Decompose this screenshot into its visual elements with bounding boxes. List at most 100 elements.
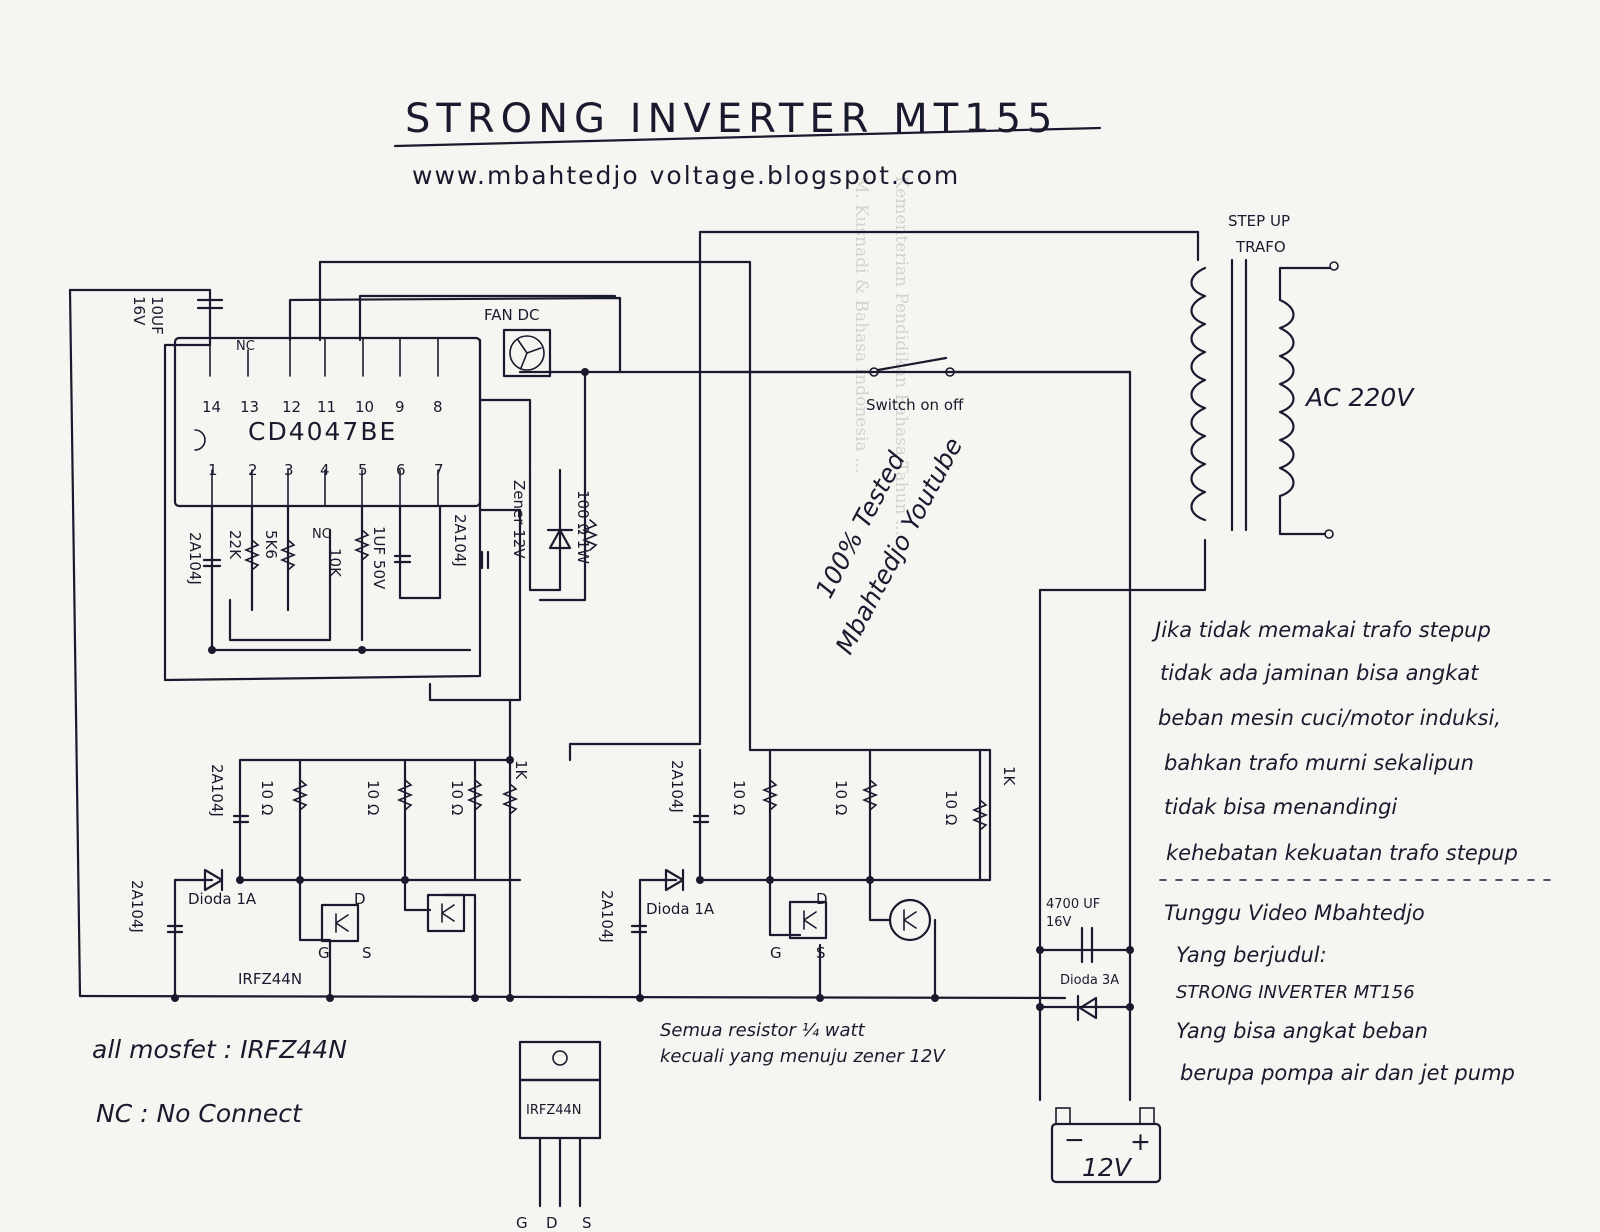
page-url: www.mbahtedjo voltage.blogspot.com [412, 161, 960, 190]
r-1k-l-label: 1K [512, 760, 530, 781]
cap-2a104j-mid [480, 550, 490, 570]
switch-label: Switch on off [866, 396, 964, 414]
svg-text:Kementerian Pendidikan Bahasa: Kementerian Pendidikan Bahasa Tahun ... [891, 176, 911, 536]
warning-line-1: Jika tidak memakai trafo stepup [1151, 618, 1491, 642]
ic-pin-4: 4 [320, 461, 330, 479]
mosfet-l2 [426, 893, 466, 933]
zener-label: Zener 12V [510, 480, 528, 559]
r-10-r2 [861, 779, 879, 811]
video-line-1: Tunggu Video Mbahtedjo [1164, 901, 1425, 925]
r-10k-label: 10K [326, 548, 344, 578]
irfz44n-package: IRFZ44N G D S [516, 1040, 602, 1232]
r-100-label: 100 Ω 1W [574, 490, 592, 564]
video-note: Tunggu Video Mbahtedjo Yang berjudul: ST… [1164, 901, 1515, 1085]
ic-notch [194, 429, 206, 451]
title-underline [393, 126, 1102, 148]
diode-1a-r-label: Dioda 1A [646, 900, 715, 918]
r-10-r3-label: 10 Ω [942, 790, 960, 825]
cap-2a104j-ic [202, 558, 222, 568]
capacitor-10uf: 10UF 16V [130, 296, 224, 335]
wiring [68, 230, 1207, 1102]
r-10-l2 [396, 779, 414, 811]
power-switch: Switch on off [866, 356, 964, 414]
mosfet-l1-s: S [362, 944, 372, 962]
mosfet-l1-d: D [354, 890, 366, 908]
warning-note: Jika tidak memakai trafo stepup tidak ad… [1151, 618, 1561, 881]
r-10-r1-label: 10 Ω [730, 780, 748, 815]
cap-2a104j-r1 [692, 814, 710, 824]
ic-pin-10: 10 [355, 398, 374, 416]
r-10-r2-label: 10 Ω [832, 780, 850, 815]
ic-pin-1: 1 [208, 461, 218, 479]
ic-pin-14: 14 [202, 398, 221, 416]
video-line-5: berupa pompa air dan jet pump [1180, 1061, 1515, 1085]
trafo-label-1: STEP UP [1228, 212, 1290, 230]
warning-line-4: bahkan trafo murni sekalipun [1164, 751, 1474, 775]
warning-line-2: tidak ada jaminan bisa angkat [1160, 661, 1479, 685]
trafo-label-2: TRAFO [1235, 238, 1286, 256]
trafo-core [1230, 258, 1248, 532]
diode-3a-label: Dioda 3A [1060, 973, 1119, 988]
cap-2a104j-r1-label: 2A104J [668, 760, 686, 813]
ic-pin-12: 12 [282, 398, 301, 416]
battery-pos: + [1130, 1127, 1151, 1156]
package-label: IRFZ44N [526, 1103, 582, 1118]
package-pin-d: D [546, 1214, 558, 1232]
cap-2a104j-r2-label: 2A104J [598, 890, 616, 943]
ic-pin-11: 11 [317, 398, 336, 416]
r-5k6-label: 5K6 [262, 530, 280, 559]
tested-stamp: 100% Tested Mbahtedjo Youtube [810, 433, 969, 659]
page-title: STRONG INVERTER MT155 [405, 96, 1058, 142]
r-10-l1-label: 10 Ω [258, 780, 276, 815]
resistor-line-2: kecuali yang menuju zener 12V [660, 1046, 946, 1067]
package-pin-g: G [516, 1214, 528, 1232]
mosfet-r2 [888, 898, 932, 942]
fan-dc: FAN DC [484, 306, 552, 378]
resistor-line-1: Semua resistor ¼ watt [660, 1020, 866, 1041]
diode-1a-l-label: Dioda 1A [188, 890, 257, 908]
mosfet-r1-s: S [816, 944, 826, 962]
junctions [171, 368, 1134, 1011]
mosfet-r1-g: G [770, 944, 782, 962]
r-10-l3-label: 10 Ω [448, 780, 466, 815]
ic-body [173, 336, 482, 508]
diode-3a: Dioda 3A [1038, 973, 1132, 1022]
r-10-l3 [466, 779, 484, 811]
nc-definition-note: NC : No Connect [96, 1099, 303, 1128]
ic-cd4047be: CD4047BE 14 13 12 11 10 9 8 1 2 3 4 5 6 … [194, 339, 444, 542]
ac-terminal-top [1329, 261, 1339, 271]
bleed-through-background: Kementerian Pendidikan Bahasa Tahun ... … [851, 176, 911, 536]
cap-1uf-label: 1UF 50V [370, 526, 388, 590]
step-up-transformer: STEP UP TRAFO AC 220V [1190, 212, 1415, 539]
ic-pin-2: 2 [248, 461, 258, 479]
diode-1a-l [203, 868, 224, 892]
ic-pin-5: 5 [358, 461, 368, 479]
mosfet-r1-d: D [816, 890, 828, 908]
video-line-2: Yang berjudul: [1176, 943, 1327, 967]
r-22k-label: 22K [226, 530, 244, 560]
resistor-note: Semua resistor ¼ watt kecuali yang menuj… [660, 1020, 946, 1067]
mosfet-l1: D G S [318, 890, 372, 962]
cap-2a104j-mid-label: 2A104J [451, 514, 469, 567]
cap-4700-volt: 16V [1046, 915, 1072, 930]
r-10-l1 [291, 779, 309, 811]
ic-pin-3: 3 [284, 461, 294, 479]
warning-line-6: kehebatan kekuatan trafo stepup [1166, 841, 1518, 865]
diode-1a-r [664, 868, 685, 892]
ic-pin-8: 8 [433, 398, 443, 416]
r-1k-r-label: 1K [1000, 766, 1018, 787]
r-10-l2-label: 10 Ω [364, 780, 382, 815]
ic-pin-13: 13 [240, 398, 259, 416]
cap-2a104j-l1 [232, 814, 250, 824]
ic-nc-top: NC [236, 339, 255, 354]
battery-label: 12V [1082, 1153, 1133, 1182]
ac-terminal-bottom [1324, 529, 1334, 539]
cap-2a104j-l1-label: 2A104J [208, 764, 226, 817]
package-pin-s: S [582, 1214, 592, 1232]
cap-1uf [393, 554, 412, 564]
trafo-primary-coil [1190, 266, 1207, 522]
cap-2a104j-l2-label: 2A104J [128, 880, 146, 933]
zener-diode [546, 528, 574, 550]
cap-4700-label: 4700 UF [1046, 897, 1100, 912]
